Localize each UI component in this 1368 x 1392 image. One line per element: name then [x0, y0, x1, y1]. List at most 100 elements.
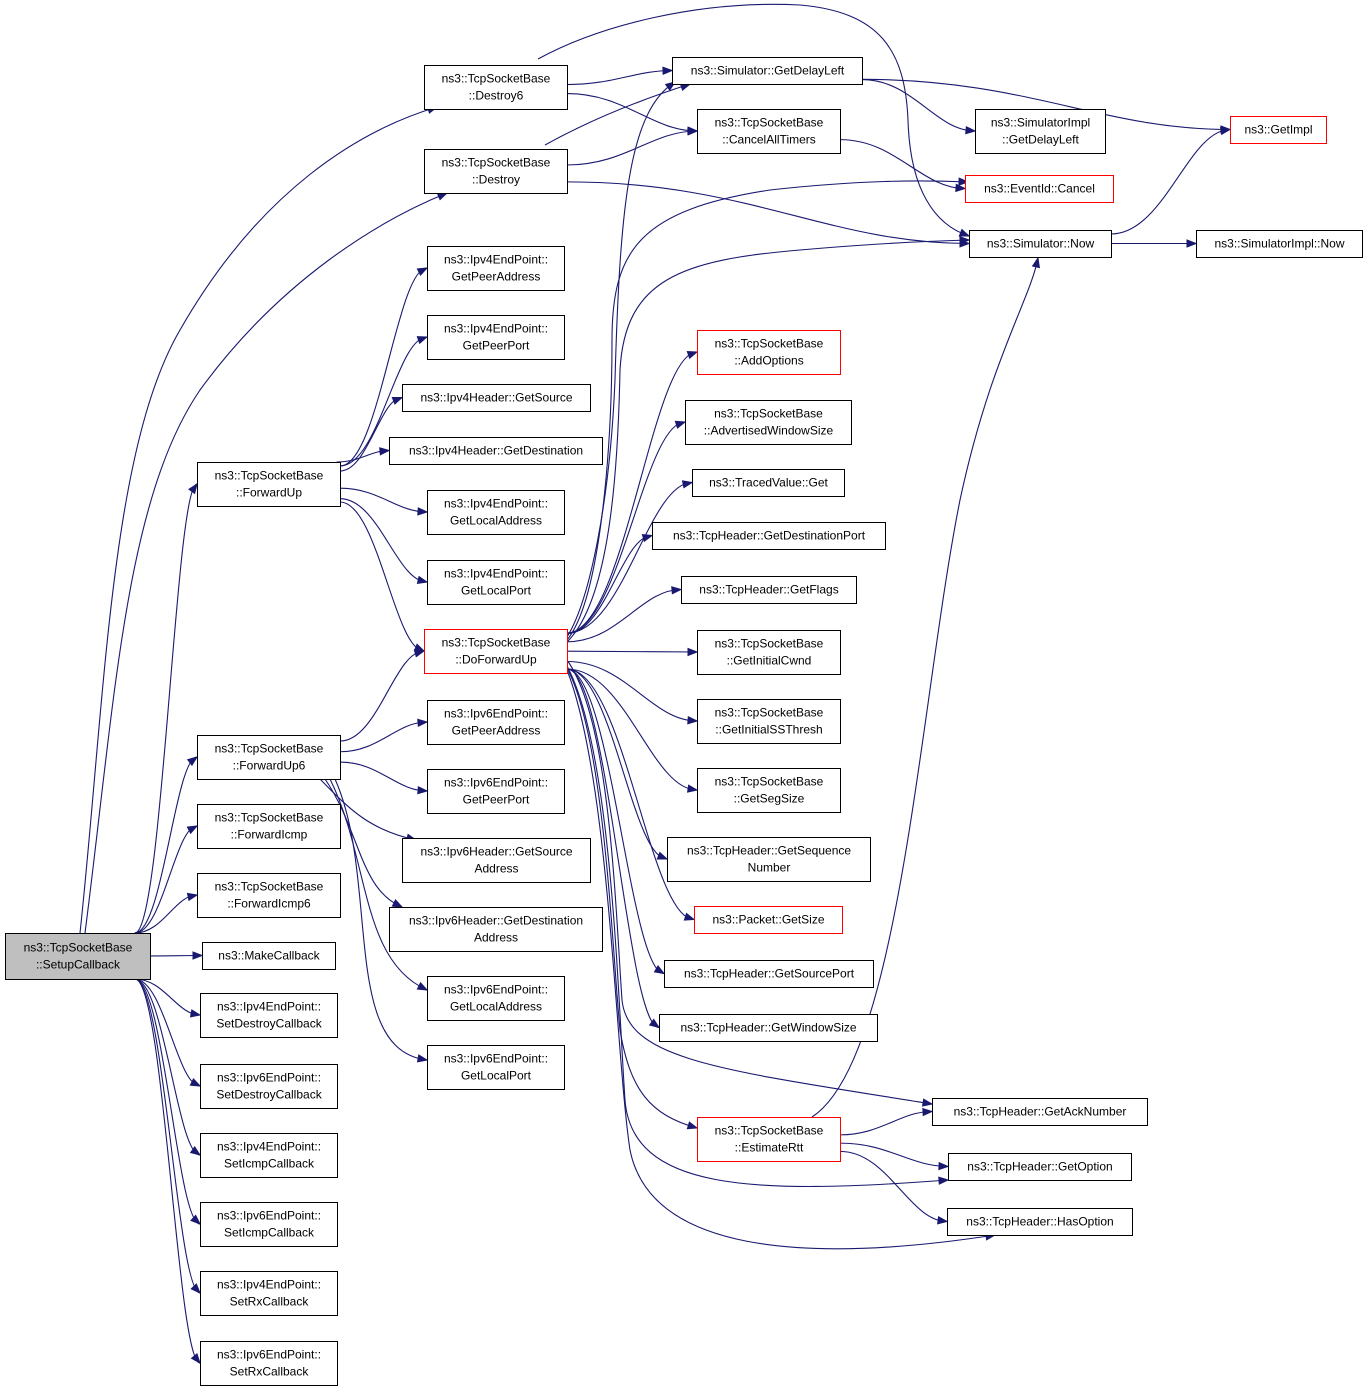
- node-makecb[interactable]: ns3::MakeCallback: [202, 942, 336, 970]
- node-label: ns3::TcpSocketBase: [215, 742, 324, 756]
- node-box: [692, 469, 845, 497]
- edge-setup-to-v4setdestroy-arrowhead: [189, 1009, 202, 1018]
- edge-doforward-to-srcport: [566, 668, 665, 975]
- node-winsize[interactable]: ns3::TcpHeader::GetWindowSize: [659, 1014, 878, 1042]
- edge-destroy-to-cancelall: [566, 130, 698, 166]
- node-label: ::ForwardUp: [236, 486, 302, 500]
- node-getimpl[interactable]: ns3::GetImpl: [1230, 116, 1327, 144]
- edge-setup-to-destroy-arrowhead: [436, 192, 449, 201]
- edge-fwdup6-to-v6localaddr: [329, 778, 428, 991]
- node-v4hsrc[interactable]: ns3::Ipv4Header::GetSource: [402, 384, 591, 412]
- node-box: [672, 57, 863, 85]
- edge-doforward-to-seqnum: [566, 668, 668, 860]
- node-fwdicmp6[interactable]: ns3::TcpSocketBase::ForwardIcmp6: [197, 873, 341, 918]
- node-v6seticmp[interactable]: ns3::Ipv6EndPoint::SetIcmpCallback: [200, 1202, 338, 1247]
- node-advwin[interactable]: ns3::TcpSocketBase::AdvertisedWindowSize: [685, 400, 852, 445]
- node-v6peeraddr[interactable]: ns3::Ipv6EndPoint::GetPeerAddress: [427, 700, 565, 745]
- node-label: ns3::Ipv6EndPoint::: [444, 776, 548, 790]
- node-v4peeraddr[interactable]: ns3::Ipv4EndPoint::GetPeerAddress: [427, 246, 565, 291]
- edge-setup-to-v4setrx-arrowhead: [190, 1283, 201, 1295]
- node-fwdup6[interactable]: ns3::TcpSocketBase::ForwardUp6: [197, 735, 341, 780]
- node-label: GetLocalAddress: [450, 514, 542, 528]
- node-simdelay[interactable]: ns3::Simulator::GetDelayLeft: [672, 57, 863, 85]
- node-estrtt[interactable]: ns3::TcpSocketBase::EstimateRtt: [697, 1117, 841, 1162]
- node-label: ns3::SimulatorImpl: [991, 116, 1090, 130]
- node-box: [652, 522, 886, 550]
- node-v4localaddr[interactable]: ns3::Ipv4EndPoint::GetLocalAddress: [427, 490, 565, 535]
- node-fwdicmp[interactable]: ns3::TcpSocketBase::ForwardIcmp: [197, 804, 341, 849]
- node-box: [427, 1045, 565, 1090]
- node-box: [389, 907, 603, 952]
- node-v4localport[interactable]: ns3::Ipv4EndPoint::GetLocalPort: [427, 560, 565, 605]
- edge-estrtt-to-getopt-arrowhead: [938, 1161, 950, 1171]
- node-evcancel[interactable]: ns3::EventId::Cancel: [965, 175, 1114, 203]
- node-getflags[interactable]: ns3::TcpHeader::GetFlags: [681, 576, 857, 604]
- node-v4setdestroy[interactable]: ns3::Ipv4EndPoint::SetDestroyCallback: [200, 993, 338, 1038]
- node-simnow[interactable]: ns3::Simulator::Now: [969, 230, 1112, 258]
- node-hasopt[interactable]: ns3::TcpHeader::HasOption: [947, 1208, 1133, 1236]
- node-destroy[interactable]: ns3::TcpSocketBase::Destroy: [424, 149, 568, 194]
- node-v6localport[interactable]: ns3::Ipv6EndPoint::GetLocalPort: [427, 1045, 565, 1090]
- node-v4peerport[interactable]: ns3::Ipv4EndPoint::GetPeerPort: [427, 315, 565, 360]
- node-tracedget[interactable]: ns3::TracedValue::Get: [692, 469, 845, 497]
- edge-doforward-to-ackno-arrowhead: [921, 1098, 934, 1107]
- node-pktsize[interactable]: ns3::Packet::GetSize: [694, 906, 843, 934]
- call-edges: [79, 3, 1232, 1365]
- edge-fwdup6-to-v6hsrc: [319, 778, 417, 841]
- edge-estrtt-to-simnow: [811, 257, 1039, 1118]
- edge-setup-to-fwdup-arrowhead: [188, 482, 198, 495]
- node-v6peerport[interactable]: ns3::Ipv6EndPoint::GetPeerPort: [427, 769, 565, 814]
- node-v6setdestroy[interactable]: ns3::Ipv6EndPoint::SetDestroyCallback: [200, 1064, 338, 1109]
- edge-simdelay-to-implDelay-arrowhead: [965, 125, 977, 135]
- node-label: ns3::TcpSocketBase: [714, 407, 823, 421]
- node-box: [697, 630, 841, 675]
- edge-fwdup6-to-v6localaddr-arrowhead: [416, 981, 429, 991]
- node-box: [664, 960, 874, 988]
- node-destroy6[interactable]: ns3::TcpSocketBase::Destroy6: [424, 65, 568, 110]
- node-implnow[interactable]: ns3::SimulatorImpl::Now: [1196, 230, 1363, 258]
- edge-doforward-to-segsize: [566, 668, 698, 791]
- node-ackno[interactable]: ns3::TcpHeader::GetAckNumber: [932, 1098, 1148, 1126]
- node-getdstport[interactable]: ns3::TcpHeader::GetDestinationPort: [652, 522, 886, 550]
- edge-doforward-to-tracedget-arrowhead: [681, 480, 694, 489]
- node-box: [427, 246, 565, 291]
- node-addopts[interactable]: ns3::TcpSocketBase::AddOptions: [697, 330, 841, 375]
- node-v6localaddr[interactable]: ns3::Ipv6EndPoint::GetLocalAddress: [427, 976, 565, 1021]
- node-label: ns3::Ipv6Header::GetDestination: [409, 914, 583, 928]
- node-label: GetPeerPort: [463, 793, 530, 807]
- node-cancelall[interactable]: ns3::TcpSocketBase::CancelAllTimers: [697, 109, 841, 154]
- node-box: [694, 906, 843, 934]
- node-label: ns3::Simulator::GetDelayLeft: [691, 64, 845, 78]
- node-box: [424, 149, 568, 194]
- node-segsize[interactable]: ns3::TcpSocketBase::GetSegSize: [697, 768, 841, 813]
- node-v4seticmp[interactable]: ns3::Ipv4EndPoint::SetIcmpCallback: [200, 1133, 338, 1178]
- node-box: [202, 942, 336, 970]
- node-setup[interactable]: ns3::TcpSocketBase::SetupCallback: [5, 933, 151, 980]
- edge-setup-to-fwdicmp-arrowhead: [186, 825, 199, 835]
- node-box: [685, 400, 852, 445]
- edge-setup-to-v6setdestroy-arrowhead: [189, 1078, 202, 1087]
- node-v4setrx[interactable]: ns3::Ipv4EndPoint::SetRxCallback: [200, 1271, 338, 1316]
- node-label: ns3::TcpHeader::GetFlags: [699, 583, 838, 597]
- node-getopt[interactable]: ns3::TcpHeader::GetOption: [948, 1153, 1132, 1181]
- edge-doforward-to-addopts: [566, 351, 698, 634]
- node-label: ::Destroy6: [469, 89, 524, 103]
- edge-fwdup-to-v4peeraddr-arrowhead: [416, 267, 429, 277]
- node-initss[interactable]: ns3::TcpSocketBase::GetInitialSSThresh: [697, 699, 841, 744]
- node-v4hdst[interactable]: ns3::Ipv4Header::GetDestination: [389, 437, 603, 465]
- node-srcport[interactable]: ns3::TcpHeader::GetSourcePort: [664, 960, 874, 988]
- node-box: [667, 837, 871, 882]
- edge-destroy6-to-simnow: [537, 3, 970, 237]
- node-v6setrx[interactable]: ns3::Ipv6EndPoint::SetRxCallback: [200, 1341, 338, 1386]
- node-doforward[interactable]: ns3::TcpSocketBase::DoForwardUp: [424, 629, 568, 674]
- edge-cancelall-to-evcancel-arrowhead: [955, 183, 967, 193]
- edge-setup-to-v4seticmp-arrowhead: [189, 1146, 202, 1156]
- node-implDelay[interactable]: ns3::SimulatorImpl::GetDelayLeft: [975, 109, 1106, 154]
- node-fwdup[interactable]: ns3::TcpSocketBase::ForwardUp: [197, 462, 341, 507]
- node-initcwnd[interactable]: ns3::TcpSocketBase::GetInitialCwnd: [697, 630, 841, 675]
- edge-simnow-to-getimpl-arrowhead: [1219, 126, 1232, 136]
